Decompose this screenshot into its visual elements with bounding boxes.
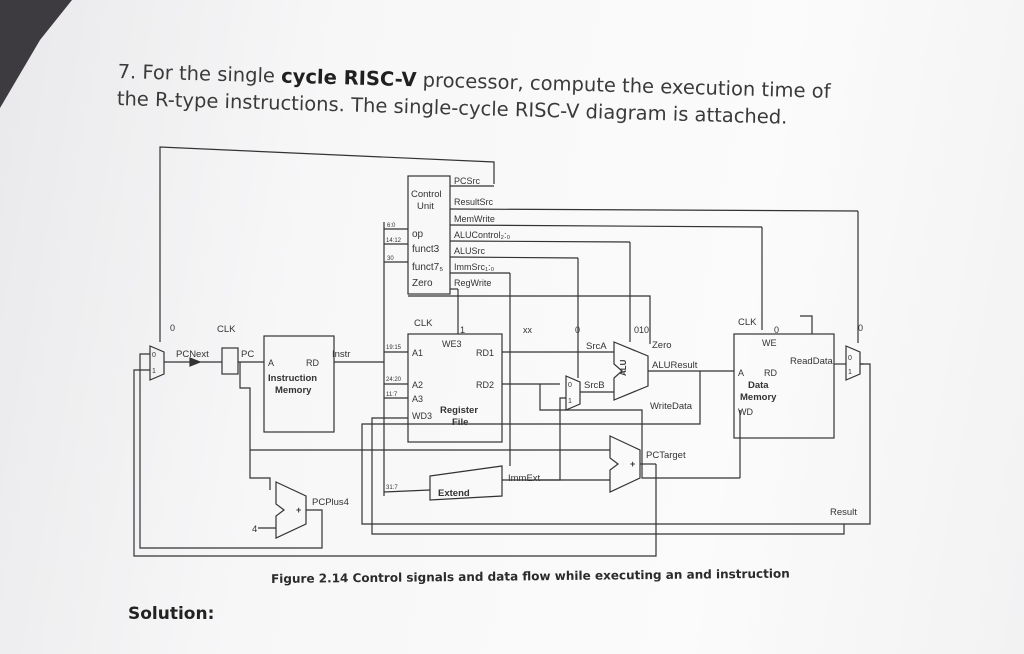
solution-label: Solution: <box>128 604 215 624</box>
label-srcb: SrcB <box>584 380 605 391</box>
label-clk-pc: CLK <box>217 324 236 335</box>
label-clk-regfile: CLK <box>414 318 433 329</box>
pcplus4-adder-plus: + <box>296 505 301 515</box>
signal-resultsrc: ResultSrc <box>454 197 494 207</box>
label-pctarget: PCTarget <box>646 450 686 461</box>
we3-value: 1 <box>460 325 465 335</box>
extend-label: Extend <box>438 488 470 499</box>
label-constant-4: 4 <box>252 524 257 535</box>
regfile-out-rd2: RD2 <box>476 380 494 390</box>
regfile-port-a3: A3 <box>412 394 423 404</box>
bits-a1: 19:15 <box>386 345 402 351</box>
bits-opcode: 6:0 <box>387 223 396 229</box>
pc-mux-in1: 1 <box>152 368 156 375</box>
label-writedata: WriteData <box>650 401 693 412</box>
immsrc-value: xx <box>523 325 533 335</box>
regfile-we3: WE3 <box>442 339 462 349</box>
label-readdata: ReadData <box>790 356 833 367</box>
bits-a3: 11:7 <box>386 392 398 398</box>
dmem-port-rd: RD <box>764 368 777 378</box>
dmem-port-a: A <box>738 368 744 378</box>
label-instr: Instr <box>332 349 350 360</box>
label-srca: SrcA <box>586 341 607 352</box>
control-input-funct7: funct7₅ <box>412 262 443 273</box>
imem-subtitle: Memory <box>275 385 312 396</box>
dmem-port-wd: WD <box>738 407 753 417</box>
srcb-mux-in0: 0 <box>568 382 572 389</box>
result-mux-select-value: 0 <box>858 323 863 333</box>
label-aluresult: ALUResult <box>652 360 698 371</box>
result-mux-in0: 0 <box>848 355 852 362</box>
memwrite-value: 0 <box>774 325 779 335</box>
result-mux-in1: 1 <box>848 369 852 376</box>
control-unit-title: Control <box>411 189 442 200</box>
label-immext: ImmExt <box>508 473 541 484</box>
imem-port-rd: RD <box>306 358 319 368</box>
alusrc-value: 0 <box>575 325 580 335</box>
regfile-out-rd1: RD1 <box>476 348 494 358</box>
signal-regwrite: RegWrite <box>454 278 491 288</box>
pc-mux-in0: 0 <box>152 352 156 359</box>
branch-adder-plus: + <box>630 459 635 469</box>
alucontrol-value: 010 <box>634 325 649 335</box>
label-clk-dmem: CLK <box>738 317 757 328</box>
control-unit-subtitle: Unit <box>417 201 434 212</box>
regfile-port-a2: A2 <box>412 380 423 390</box>
dmem-we: WE <box>762 338 777 348</box>
dmem-subtitle: Memory <box>740 392 777 403</box>
label-result: Result <box>830 507 857 518</box>
bits-funct3: 14:12 <box>386 238 402 244</box>
control-input-op: op <box>412 229 424 240</box>
bits-a2: 24:20 <box>386 377 402 383</box>
label-zero: Zero <box>652 340 672 351</box>
regfile-subtitle: File <box>452 417 468 428</box>
label-pc: PC <box>241 349 254 360</box>
signal-immsrc: ImmSrc₁:₀ <box>454 262 495 272</box>
label-pcplus4: PCPlus4 <box>312 497 349 508</box>
pc-mux-select-value: 0 <box>170 323 175 333</box>
bits-funct7: 30 <box>387 256 394 262</box>
control-input-zero: Zero <box>412 278 433 289</box>
dmem-title: Data <box>748 380 769 391</box>
control-input-funct3: funct3 <box>412 244 440 255</box>
label-pcnext: PCNext <box>176 349 209 360</box>
imem-port-a: A <box>268 358 274 368</box>
alu-label: ALU <box>619 359 628 376</box>
srcb-mux-in1: 1 <box>568 398 572 405</box>
signal-memwrite: MemWrite <box>454 214 495 224</box>
signal-pcsrc: PCSrc <box>454 176 481 186</box>
regfile-port-wd3: WD3 <box>412 411 432 421</box>
signal-alusrc: ALUSrc <box>454 246 486 256</box>
imem-title: Instruction <box>268 373 317 384</box>
bits-imm: 31:7 <box>386 485 398 491</box>
regfile-title: Register <box>440 405 478 416</box>
signal-alucontrol: ALUControl₂:₀ <box>454 230 511 240</box>
regfile-port-a1: A1 <box>412 348 423 358</box>
